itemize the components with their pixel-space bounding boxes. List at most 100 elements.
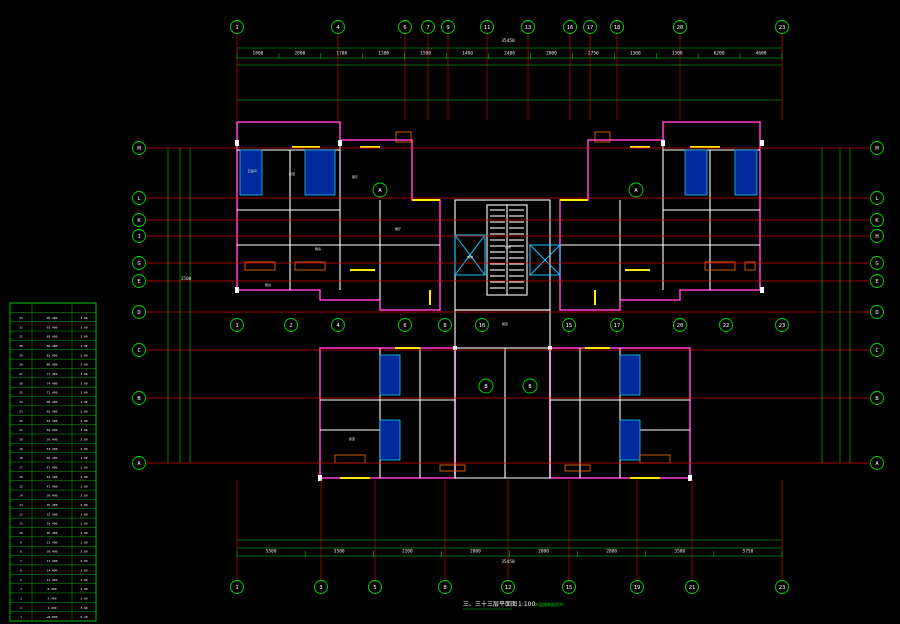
bottom-overall-dimension: 35450 [501,559,515,565]
unit-tag-label: B [528,384,532,390]
top-axis-label: 9 [446,25,449,31]
top-axis-bubble [441,20,455,34]
dimension-value: 4600 [756,51,767,57]
dimension-value: 2800 [294,51,305,57]
right-axis-bubble [870,256,884,270]
level-elevation: 83.400 [47,353,58,357]
left-axis-bubble [132,274,146,288]
level-floor: 31 [19,335,23,339]
level-elevation: 71.400 [47,391,58,395]
bottom-axis-label: 21 [689,585,696,591]
wet-areas [239,149,758,461]
level-floor: 5 [20,578,22,582]
left-axis-bubble [132,343,146,357]
middle-axis-label: 15 [566,323,573,329]
level-height: 3.00 [80,437,87,441]
level-height: 3.00 [80,522,87,526]
top-axis-bubble [563,20,577,34]
middle-axis-bubble [230,318,244,332]
right-axis-label: D [875,310,878,316]
middle-axis-bubble [398,318,412,332]
unit-tag-bubble [522,378,538,394]
level-height: 3.00 [80,447,87,451]
bottom-axis-bubble [685,580,699,594]
top-axis-label: 4 [336,25,340,31]
stair [486,204,528,296]
level-floor: 23 [19,409,23,413]
right-axis-bubble [870,456,884,470]
left-axis-label: G [137,261,140,267]
level-elevation: 8.400 [47,587,56,591]
right-axis-label: M [875,146,879,152]
right-axis-bubble [870,191,884,205]
bottom-axis-bubble [230,580,244,594]
left-axis-label: J [137,234,140,240]
level-height: 3.00 [80,596,87,600]
level-height: 3.00 [80,606,87,610]
dimension-value: 2200 [402,549,413,555]
level-elevation: 86.400 [47,344,58,348]
room-label: 厨房 [315,246,321,251]
right-axis-label: L [875,196,879,202]
left-axis-bubble [132,213,146,227]
level-floor: 22 [19,419,23,423]
level-floor: 10 [19,531,23,535]
level-elevation: 50.400 [47,456,58,460]
level-elevation: 44.400 [47,475,58,479]
level-height: 3.00 [80,363,87,367]
top-axis-bubble [610,20,624,34]
level-height: 3.00 [80,531,87,535]
room-label: 客厅 [352,174,358,179]
bottom-axis-label: 5 [373,585,376,591]
middle-axis-label: 17 [614,323,621,329]
level-elevation: 38.400 [47,494,58,498]
dimension-value: 2800 [606,549,617,555]
level-floor: 1 [20,615,22,619]
bottom-axis-bubble [630,580,644,594]
level-floor: 9 [20,540,22,544]
middle-axis-bubble [438,318,452,332]
level-height: 3.00 [80,344,87,348]
level-height: 3.00 [80,540,87,544]
level-floor: 19 [19,447,23,451]
dimension-value: 3500 [334,549,345,555]
left-axis-label: D [137,310,140,316]
axis-grid-lines [145,30,870,580]
top-axis-bubble [480,20,494,34]
level-floor: 21 [19,428,23,432]
level-height: 3.00 [80,475,87,479]
middle-axis-label: 1 [235,323,238,329]
level-floor: 11 [19,522,23,526]
right-axis-bubble [870,305,884,319]
top-axis-label: 17 [587,25,594,31]
room-label: 楼梯 [505,244,511,249]
dimension-value: 1400 [462,51,473,57]
left-axis-bubble [132,391,146,405]
right-axis-label: B [875,396,879,402]
top-axis-bubble [230,20,244,34]
level-height: 3.00 [80,466,87,470]
dimension-value: 5500 [266,549,277,555]
area-note: 本层建筑面积为： [535,601,567,607]
windows [292,146,720,479]
level-floor: 12 [19,512,23,516]
level-elevation: 5.400 [47,596,56,600]
top-axis-label: 23 [779,25,786,31]
top-axis-bubble [331,20,345,34]
level-height: 3.00 [80,578,87,582]
level-floor: 25 [19,391,23,395]
bottom-axis-label: 15 [566,585,573,591]
bottom-axis-label: 23 [779,585,786,591]
bottom-axis-label: 12 [505,585,512,591]
level-floor: 15 [19,484,23,488]
level-height: 3.00 [80,419,87,423]
right-axis-bubble [870,229,884,243]
top-axis-label: 6 [403,25,406,31]
level-elevation: 74.400 [47,381,58,385]
